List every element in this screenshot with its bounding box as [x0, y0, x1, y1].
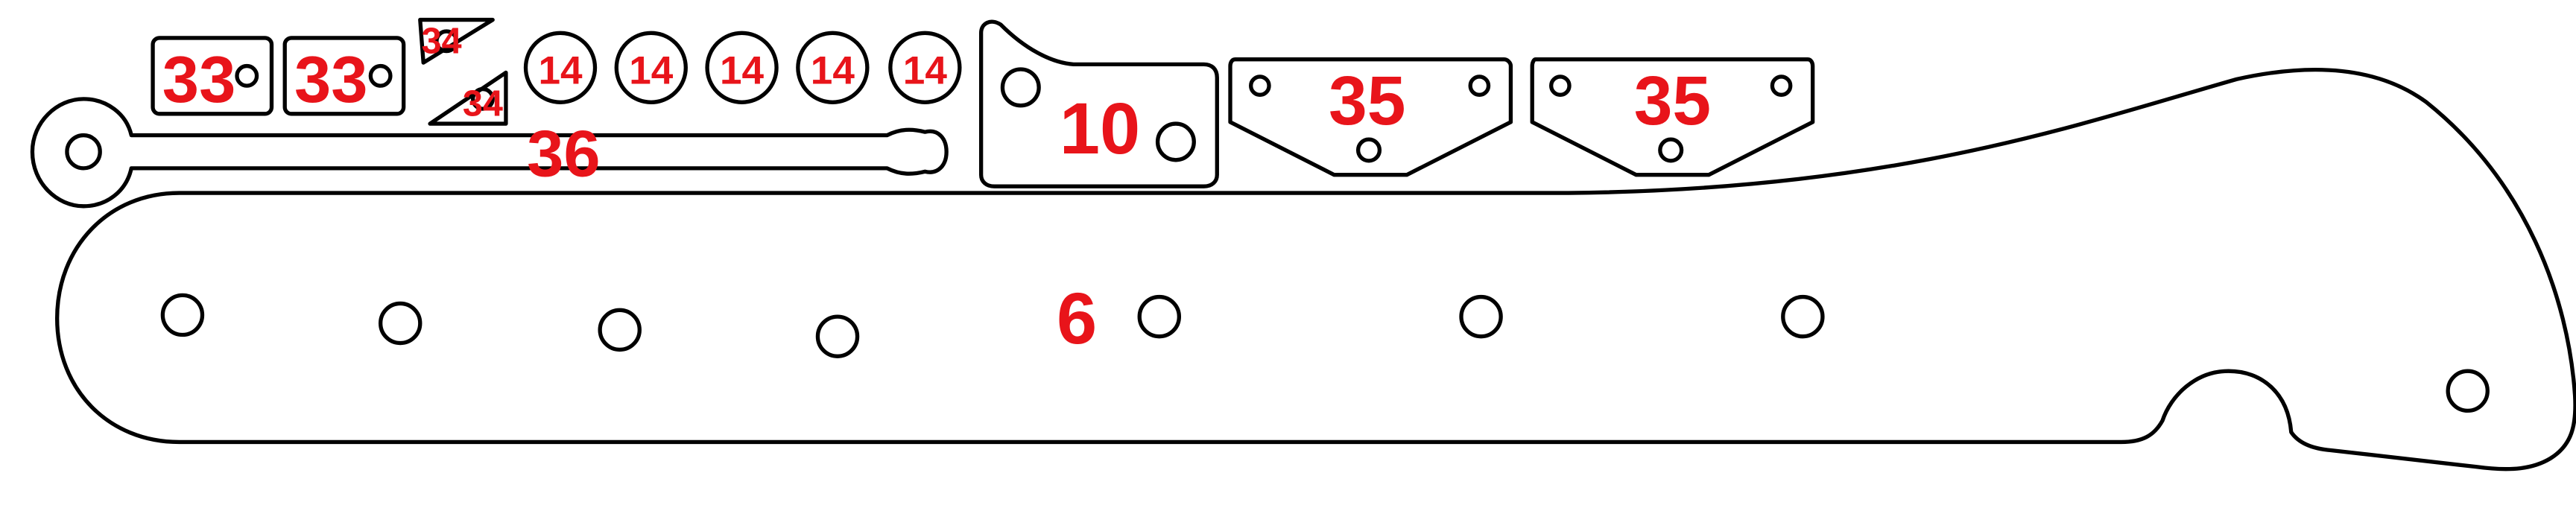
- mounting-hole: [1658, 137, 1684, 163]
- mounting-hole: [815, 314, 860, 358]
- part-label-14: 14: [811, 49, 855, 93]
- mounting-hole: [1355, 137, 1382, 163]
- part-label-14: 14: [629, 49, 674, 93]
- part-14-washer-c: 14: [705, 31, 779, 104]
- part-label-14: 14: [903, 49, 948, 93]
- part-label-33: 33: [294, 42, 368, 116]
- part-14-washer-e: 14: [888, 31, 962, 104]
- part-36-link-rod: 36: [30, 97, 949, 209]
- pivot-hole: [65, 133, 102, 171]
- part-label-35: 35: [1329, 62, 1405, 139]
- mounting-hole: [1000, 67, 1041, 108]
- part-14-washer-d: 14: [796, 31, 870, 104]
- mounting-hole: [378, 301, 423, 346]
- mounting-hole: [470, 86, 495, 111]
- part-label-14: 14: [720, 49, 765, 93]
- mounting-hole: [1137, 294, 1182, 339]
- part-label-36: 36: [527, 116, 601, 190]
- mounting-hole: [1155, 121, 1196, 162]
- part-label-10: 10: [1060, 88, 1140, 169]
- part-10-bracket: 10: [978, 19, 1219, 188]
- mounting-hole: [368, 63, 393, 88]
- mounting-hole: [1770, 74, 1793, 97]
- part-14-washer-b: 14: [614, 31, 688, 104]
- mounting-hole: [598, 308, 642, 352]
- part-33-plate-b: 33: [282, 36, 406, 116]
- mounting-hole: [1249, 74, 1271, 97]
- mounting-hole: [1549, 74, 1572, 97]
- mounting-hole: [1468, 74, 1491, 97]
- part-35-plate-b: 35: [1530, 57, 1815, 177]
- part-14-washer-a: 14: [523, 31, 598, 104]
- part-label-34: 34: [463, 84, 503, 124]
- mounting-hole: [1781, 294, 1825, 339]
- mounting-hole: [1459, 294, 1503, 339]
- part-label-14: 14: [538, 49, 583, 93]
- part-35-plate-a: 35: [1228, 57, 1513, 177]
- part-label-35: 35: [1634, 62, 1711, 139]
- mounting-hole: [235, 63, 259, 88]
- part-label-33: 33: [162, 42, 236, 116]
- mounting-hole: [434, 29, 459, 54]
- part-34-triangle-b: 34: [428, 70, 508, 126]
- part-33-plate-a: 33: [151, 36, 274, 116]
- part-label-6: 6: [1057, 278, 1097, 359]
- part-34-triangle-a: 34: [418, 17, 495, 65]
- part-label-34: 34: [421, 21, 461, 61]
- pivot-hole: [2446, 369, 2490, 413]
- mounting-hole: [160, 293, 205, 337]
- part-6-main-arm: 6: [54, 67, 2576, 472]
